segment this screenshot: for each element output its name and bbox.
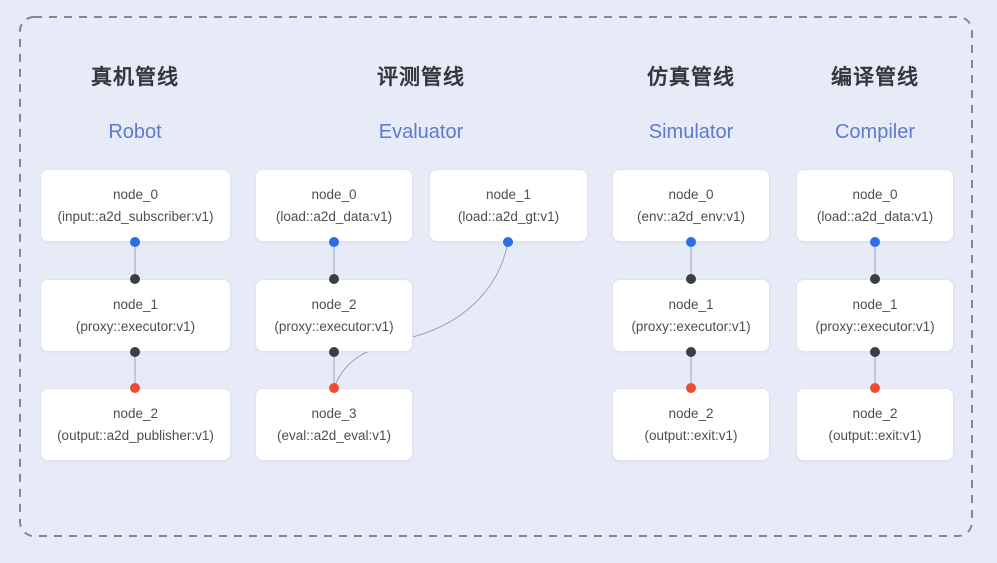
node-title: node_0 [311,186,357,202]
node-box-compiler-node-0: node_0 (load::a2d_data:v1) [796,169,954,242]
node-impl: (env::a2d_env:v1) [636,208,746,224]
node-impl: (input::a2d_subscriber:v1) [57,208,214,224]
node-impl: (proxy::executor:v1) [815,318,935,334]
node-impl: (proxy::executor:v1) [631,318,751,334]
node-impl: (eval::a2d_eval:v1) [276,427,392,443]
node-impl: (proxy::executor:v1) [75,318,196,334]
pipeline-title-zh-compiler: 编译管线 [831,66,919,89]
node-box-robot-node-1: node_1 (proxy::executor:v1) [40,279,231,352]
node-title: node_2 [668,405,714,421]
pipeline-title-en-evaluator: Evaluator [378,121,464,143]
pipeline-title-en-compiler: Compiler [834,121,916,143]
dashed-frame [19,16,973,537]
node-box-evaluator-node-1: node_1 (load::a2d_gt:v1) [429,169,588,242]
node-impl: (output::a2d_publisher:v1) [57,427,214,443]
wire-evaluator-n1-n3-curve [333,241,509,389]
node-title: node_1 [485,186,532,202]
node-box-evaluator-node-0: node_0 (load::a2d_data:v1) [255,169,413,242]
node-impl: (load::a2d_data:v1) [275,208,393,224]
node-impl: (load::a2d_gt:v1) [457,208,560,224]
node-box-robot-node-2: node_2 (output::a2d_publisher:v1) [40,388,231,461]
node-box-simulator-node-0: node_0 (env::a2d_env:v1) [612,169,770,242]
node-box-compiler-node-1: node_1 (proxy::executor:v1) [796,279,954,352]
pipeline-title-zh-robot: 真机管线 [91,66,179,89]
pipeline-title-zh-evaluator: 评测管线 [377,66,465,89]
node-title: node_1 [112,296,159,312]
node-box-simulator-node-1: node_1 (proxy::executor:v1) [612,279,770,352]
node-impl: (output::exit:v1) [644,427,738,443]
node-box-evaluator-node-3: node_3 (eval::a2d_eval:v1) [255,388,413,461]
node-title: node_2 [852,405,898,421]
pipeline-title-en-robot: Robot [108,121,162,143]
node-box-robot-node-0: node_0 (input::a2d_subscriber:v1) [40,169,231,242]
node-title: node_0 [668,186,714,202]
node-title: node_1 [852,296,898,312]
node-impl: (proxy::executor:v1) [274,318,394,334]
node-impl: (output::exit:v1) [828,427,922,443]
node-title: node_2 [112,405,159,421]
pipeline-title-en-simulator: Simulator [648,121,734,143]
node-title: node_1 [668,296,714,312]
node-box-compiler-node-2: node_2 (output::exit:v1) [796,388,954,461]
node-title: node_3 [311,405,357,421]
node-title: node_2 [311,296,357,312]
node-impl: (load::a2d_data:v1) [816,208,934,224]
node-box-evaluator-node-2: node_2 (proxy::executor:v1) [255,279,413,352]
pipeline-title-zh-simulator: 仿真管线 [647,66,735,89]
node-title: node_0 [112,186,159,202]
node-box-simulator-node-2: node_2 (output::exit:v1) [612,388,770,461]
node-title: node_0 [852,186,898,202]
